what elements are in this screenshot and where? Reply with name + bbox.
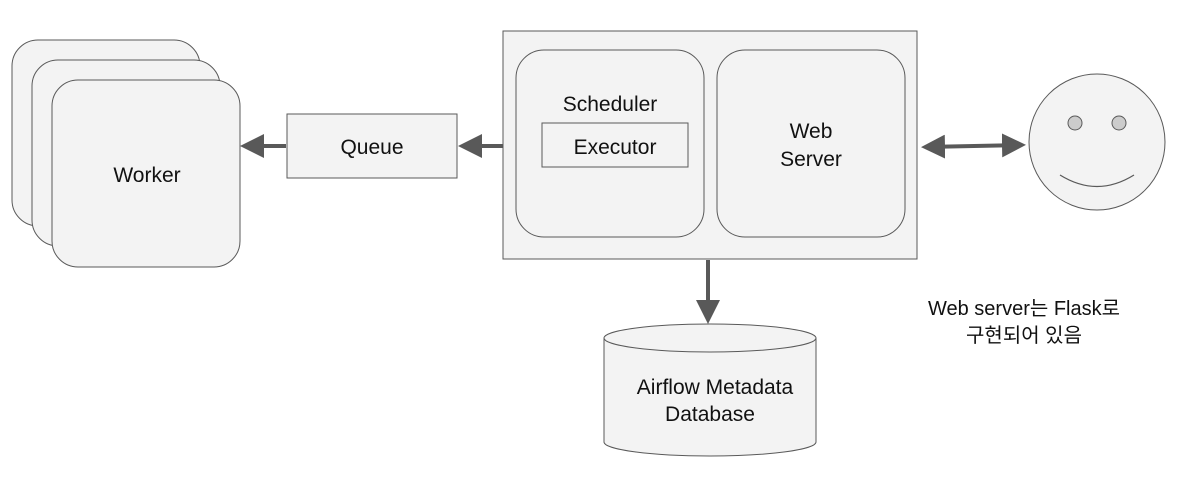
user-face <box>1028 73 1166 211</box>
user-smiley-icon <box>1028 73 1166 211</box>
note-line2: 구현되어 있음 <box>966 324 1082 347</box>
webserver-label-line1: Web <box>790 120 833 143</box>
database-body <box>603 338 817 457</box>
webserver-label-line2: Server <box>780 148 842 171</box>
executor-label: Executor <box>574 136 657 159</box>
note: Web server는 Flask로 구현되어 있음 <box>928 298 1120 347</box>
worker-card-front <box>51 79 241 268</box>
executor-box <box>541 122 689 168</box>
worker-stack: Worker <box>11 39 241 268</box>
note-line1: Web server는 Flask로 <box>928 298 1120 320</box>
database-label-line2: Database <box>665 403 755 426</box>
queue-box <box>286 113 458 179</box>
scheduler-node: Scheduler Executor <box>515 49 705 238</box>
webserver-user-arrow <box>921 133 1026 159</box>
queue-label: Queue <box>340 136 403 159</box>
database-label-line1: Airflow Metadata <box>637 376 794 399</box>
webserver-box <box>716 49 906 238</box>
database-top <box>603 323 817 353</box>
user-mouth <box>1059 174 1135 188</box>
user-eye-left <box>1067 115 1083 131</box>
metadata-database: Airflow Metadata Database <box>603 323 817 457</box>
webserver-node: Web Server <box>716 49 906 238</box>
scheduler-label: Scheduler <box>563 93 658 116</box>
user-eye-right <box>1111 115 1127 131</box>
worker-label: Worker <box>113 164 180 187</box>
queue-node: Queue <box>286 113 458 179</box>
